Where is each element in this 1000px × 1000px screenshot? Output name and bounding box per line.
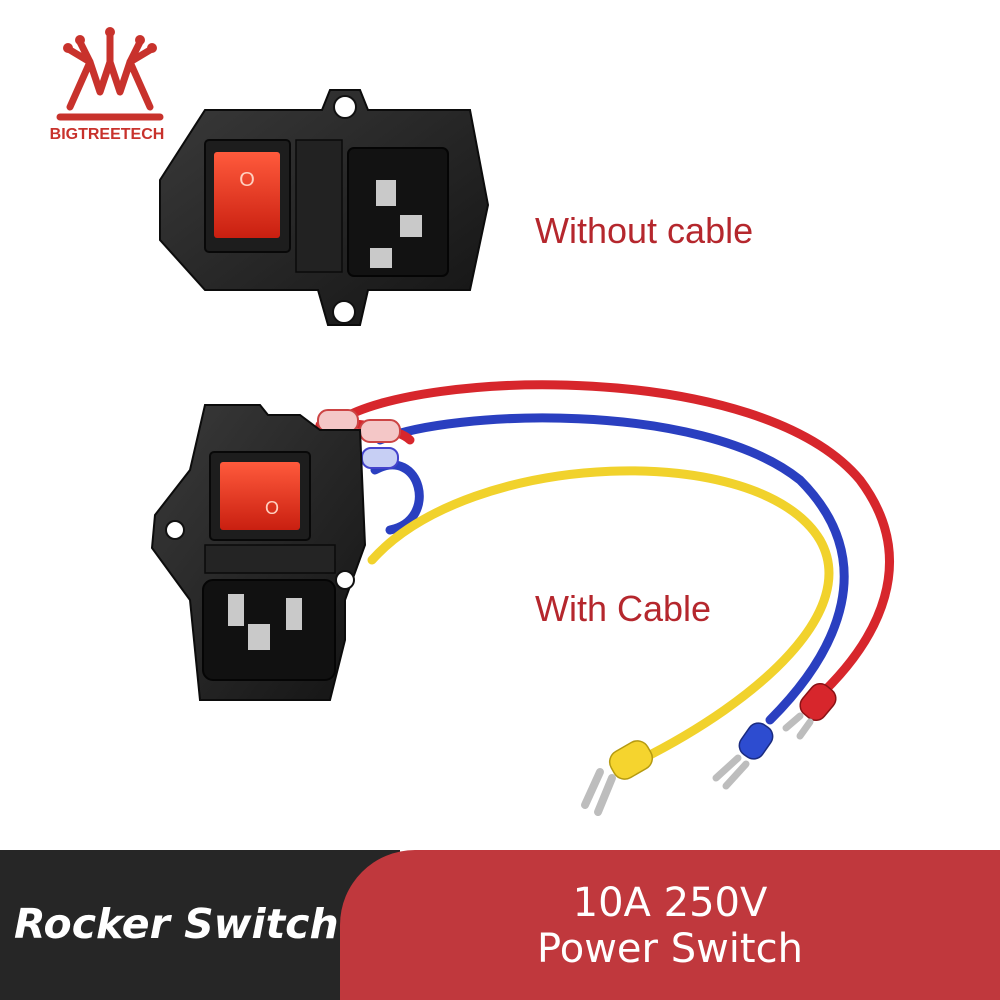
fuse-holder [295, 139, 343, 273]
spec-rating: 10A 250V [572, 880, 768, 926]
wire-harness [315, 380, 894, 765]
product-type: Power Switch [537, 926, 803, 972]
spade-terminals [581, 682, 837, 816]
iec-socket [347, 147, 449, 277]
off-mark: O [265, 498, 279, 518]
rocker-button [220, 462, 300, 530]
banner-right-panel: 10A 250V Power Switch [340, 850, 1000, 1000]
wire-connectors [317, 409, 401, 469]
product-illustration: O [150, 89, 894, 816]
brand-logo [40, 22, 180, 152]
product-photo: O [150, 89, 894, 816]
mount-hole [335, 570, 355, 590]
switch-module-bottom: O [150, 404, 367, 701]
mount-hole [333, 95, 357, 119]
mount-hole [165, 520, 185, 540]
product-title: Rocker Switch [14, 900, 339, 948]
off-mark: O [239, 169, 255, 191]
brand-name: BIGTREETECH [49, 126, 165, 143]
caption-with-cable: With Cable [535, 588, 712, 629]
caption-without-cable: Without cable [535, 210, 754, 251]
banner-left-panel [0, 850, 400, 1000]
mount-hole [332, 300, 356, 324]
bottom-banner: 10A 250V Power Switch Rocker Switch [0, 850, 1000, 1000]
switch-module-top: O [159, 89, 490, 326]
tree-logo-icon [56, 27, 164, 121]
fuse-holder [204, 544, 336, 574]
rocker-button [214, 152, 280, 238]
